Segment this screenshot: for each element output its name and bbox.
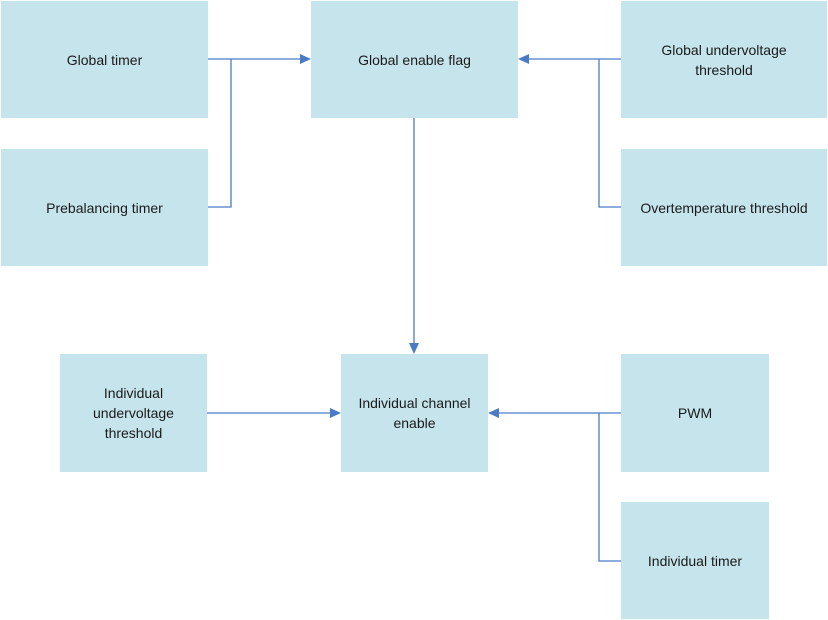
node-label: Individual timer <box>647 552 743 569</box>
arrowhead <box>300 54 311 64</box>
node-individual-channel-enable: Individual channel enable <box>341 354 488 472</box>
node-global-undervoltage-threshold: Global undervoltage threshold <box>621 1 827 118</box>
node-individual-undervoltage-threshold: Individual undervoltage threshold <box>60 354 207 472</box>
arrowhead <box>330 408 341 418</box>
edge-overtemperature-to-global-enable-flag <box>598 59 621 208</box>
node-label: Global undervoltage threshold <box>661 41 787 78</box>
node-global-timer: Global timer <box>1 1 208 118</box>
node-label: Individual channel enable <box>358 395 471 431</box>
edge-individual-timer-to-individual-channel-enable <box>598 413 621 562</box>
arrowhead <box>409 343 419 354</box>
node-overtemperature-threshold: Overtemperature threshold <box>621 149 827 266</box>
node-label: Individual undervoltage threshold <box>93 385 174 441</box>
node-global-enable-flag: Global enable flag <box>311 1 518 118</box>
edge-prebalancing-timer-to-global-enable-flag <box>208 59 232 208</box>
arrowhead <box>488 408 499 418</box>
node-label: Global timer <box>66 51 143 68</box>
node-label: Global enable flag <box>358 51 471 68</box>
node-label: PWM <box>677 405 713 421</box>
arrowhead <box>518 54 529 64</box>
node-label: Prebalancing timer <box>46 199 163 216</box>
node-prebalancing-timer: Prebalancing timer <box>1 149 208 266</box>
node-pwm: PWM <box>621 354 769 472</box>
node-label: Overtemperature threshold <box>640 199 808 216</box>
node-individual-timer: Individual timer <box>621 502 769 619</box>
